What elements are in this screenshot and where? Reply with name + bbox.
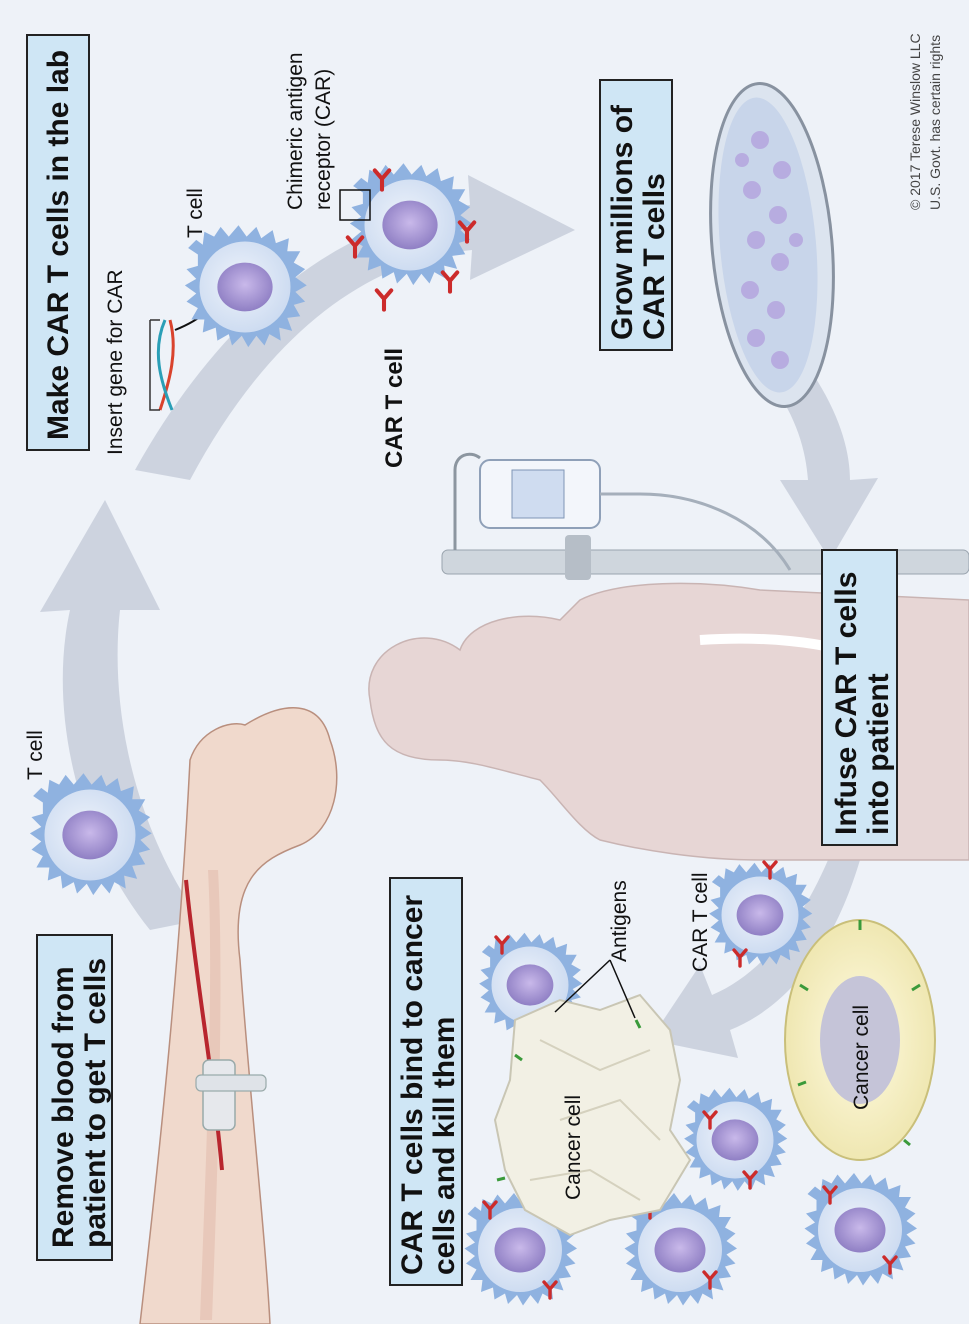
label-t-cell-blood: T cell (24, 730, 47, 780)
step-box-5: CAR T cells bind to cancer cells and kil… (390, 878, 462, 1285)
petri-dish (698, 78, 846, 411)
step2-title: Make CAR T cells in the lab (42, 50, 75, 440)
step4-line2: into patient (862, 673, 895, 835)
label-cancer-cell-live: Cancer cell (850, 1005, 873, 1110)
label-t-cell-lab: T cell (184, 188, 207, 238)
step-box-2: Make CAR T cells in the lab (27, 35, 89, 450)
step-box-1: Remove blood from patient to get T cells (37, 935, 112, 1260)
step4-line1: Infuse CAR T cells (830, 572, 863, 835)
step1-line2: patient to get T cells (79, 958, 112, 1248)
step5-line1: CAR T cells bind to cancer (396, 895, 429, 1275)
copyright-line1: © 2017 Terese Winslow LLC (907, 33, 923, 210)
label-antigens: Antigens (608, 880, 631, 962)
step5-line2: cells and kill them (428, 1017, 461, 1275)
step1-line1: Remove blood from (47, 966, 80, 1248)
label-car-t-cell-patient: CAR T cell (689, 872, 712, 972)
label-car-line1: Chimeric antigen (284, 52, 307, 210)
step-box-4: Infuse CAR T cells into patient (822, 550, 897, 845)
label-insert-gene: Insert gene for CAR (104, 269, 127, 455)
cancer-cell-dead (495, 995, 690, 1235)
step3-line2: CAR T cells (638, 173, 671, 340)
label-car-t-cell-lab: CAR T cell (381, 348, 408, 468)
label-cancer-cell-dead: Cancer cell (562, 1095, 585, 1200)
step3-line1: Grow millions of (606, 104, 639, 340)
step-box-3: Grow millions of CAR T cells (600, 80, 672, 350)
arm-illustration (140, 708, 337, 1324)
copyright-line2: U.S. Govt. has certain rights (927, 35, 943, 210)
label-car-line2: receptor (CAR) (312, 69, 335, 210)
